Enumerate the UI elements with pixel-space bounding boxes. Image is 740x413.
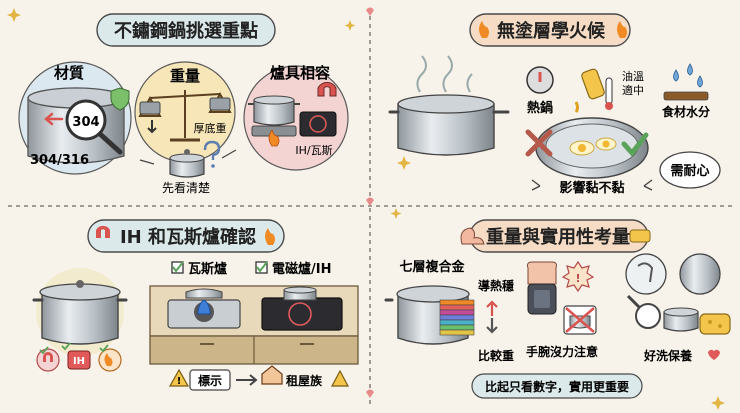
warning-burst-icon <box>561 260 595 293</box>
heavier-label: 比較重 <box>478 348 514 363</box>
magnet-icon <box>317 81 337 97</box>
small-pot-icon <box>663 307 699 332</box>
check-first-label: 先看清楚 <box>162 181 210 195</box>
steaming-pot-icon <box>388 55 510 156</box>
grade-label: 304 <box>72 115 99 130</box>
sponge-icon-title <box>629 229 651 243</box>
wrist-label: 手腕沒力注意 <box>526 344 598 359</box>
easy-clean-label: 好洗保養 <box>643 348 692 363</box>
arrow-up-icon <box>486 300 498 316</box>
footer-note: 比起只看數字，實用更重要 <box>485 379 629 394</box>
sponge-icon <box>699 313 731 335</box>
oil-bottle-icon <box>574 68 605 113</box>
panel3-title: IH 和瓦斯爐確認 <box>120 226 256 248</box>
grades-label: 304/316 <box>30 153 89 168</box>
check-pot-icon <box>169 140 221 178</box>
arrow-down-icon-2 <box>486 318 498 334</box>
stock-pot-icon <box>32 280 128 345</box>
panel-no-coating-heat: 無塗層學火候 熱鍋 油溫 適中 <box>388 13 721 196</box>
sparkle-icon <box>397 156 411 170</box>
label-tag <box>189 369 231 391</box>
pot-icon <box>248 95 300 137</box>
muscle-icon <box>460 227 485 245</box>
layers-label: 七層複合金 <box>399 259 465 275</box>
search-icon <box>635 303 661 329</box>
check-icon <box>621 132 649 157</box>
panel-dividers <box>8 8 732 405</box>
gas-label: 瓦斯爐 <box>188 261 227 277</box>
weight-heading: 重量 <box>170 67 200 85</box>
flame-icon-left <box>479 21 489 38</box>
heart-icon <box>708 349 720 360</box>
heat-pan-label: 熱鍋 <box>527 100 553 116</box>
frying-pan-icon <box>535 117 649 179</box>
layers-stack-icon <box>439 299 475 336</box>
flame-icon-right <box>617 21 627 38</box>
material-heading: 材質 <box>54 64 84 82</box>
cross-icon <box>525 129 553 157</box>
oil-temp-label-2: 適中 <box>622 83 644 97</box>
patience-label: 需耐心 <box>670 163 709 179</box>
panel-ih-gas-check: IH 和瓦斯爐確認 IH 瓦斯爐 電磁爐/IH <box>32 219 359 391</box>
ih-gas-label: IH/瓦斯 <box>295 144 332 157</box>
arrow-right-icon <box>236 374 258 386</box>
wrist-brace-icon <box>527 261 557 315</box>
house-icon <box>261 365 283 385</box>
arrow-left-icon <box>44 112 64 126</box>
magnet-icon-title <box>96 225 110 238</box>
warning-icon-2 <box>331 369 349 387</box>
speech-bubble <box>659 151 721 189</box>
magnifier-icon <box>65 99 107 141</box>
thermometer-icon <box>605 77 613 105</box>
bottom-label: 厚底重 <box>194 121 227 135</box>
steel-plate-icon <box>679 253 721 295</box>
stove-heading: 爐具相容 <box>270 64 330 82</box>
label-note: 標示 <box>198 373 222 388</box>
oil-temp-label-1: 油溫 <box>622 69 644 83</box>
flame-icon <box>268 129 280 147</box>
panel2-title: 無塗層學火候 <box>497 20 606 42</box>
warning-icon <box>168 368 190 387</box>
utensil-circle-icon <box>625 253 667 295</box>
arrow-down-icon <box>147 120 157 134</box>
affects-stick-label: 影響黏不黏 <box>559 180 624 196</box>
sparkles <box>7 8 725 410</box>
panel4-title: 重量與實用性考量 <box>486 226 630 248</box>
shield-icon <box>110 87 130 111</box>
stable-heat-label: 導熱穩 <box>478 278 514 293</box>
svg-text:!: ! <box>575 272 580 285</box>
panel1-title: 不鏽鋼鍋挑選重點 <box>114 20 258 42</box>
food-moisture-label: 食材水分 <box>661 104 710 119</box>
panel-weight-practicality: 重量與實用性考量 七層複合金 導熱穩 比較重 ! <box>384 219 731 399</box>
induction-label: 電磁爐/IH <box>272 261 331 277</box>
flame-icon-title <box>265 228 275 245</box>
renter-label: 租屋族 <box>286 373 323 388</box>
ih-badge <box>67 350 91 370</box>
water-drops-icon <box>673 63 703 88</box>
ih-badge-text: IH <box>73 356 85 367</box>
divider-ornaments <box>366 7 374 398</box>
magnet-badge <box>36 348 60 372</box>
panel-stainless-selection: 不鏽鋼鍋挑選重點 304 材質 304/316 重量 厚底重 爐具相容 <box>18 13 349 195</box>
induction-cooktop-icon <box>299 111 337 137</box>
svg-text:!: ! <box>177 376 182 387</box>
